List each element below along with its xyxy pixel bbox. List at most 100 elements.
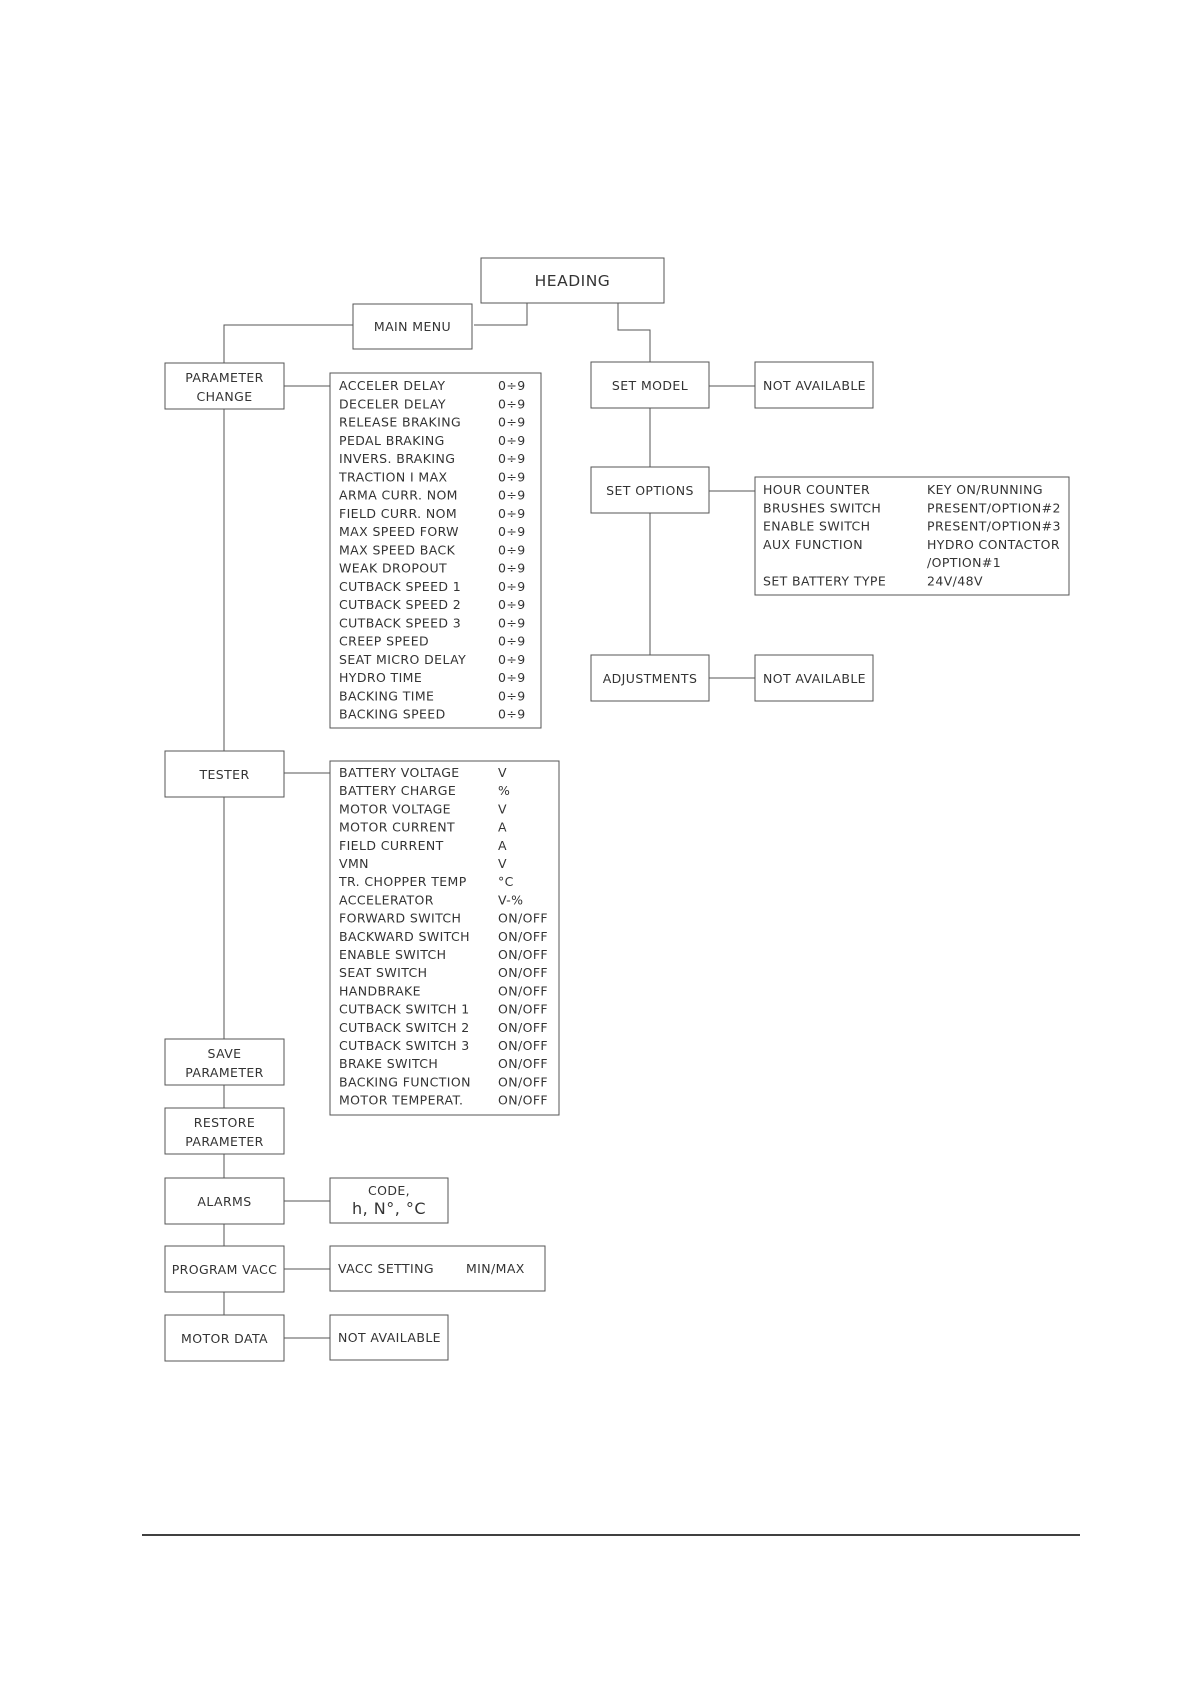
parameter-row-value: 0÷9 <box>498 634 526 649</box>
set-options-label: SET OPTIONS <box>606 483 694 498</box>
tester-row-value: V <box>498 765 507 780</box>
tester-row-label: HANDBRAKE <box>339 983 421 998</box>
alarms-node: ALARMS <box>164 1177 285 1225</box>
main-menu-node: MAIN MENU <box>352 303 473 350</box>
tester-row-value: °C <box>498 874 514 889</box>
parameter-row-value: 0÷9 <box>498 652 526 667</box>
set-model-label: SET MODEL <box>612 378 688 393</box>
vacc-setting-value: MIN/MAX <box>466 1261 525 1276</box>
tester-row-value: ON/OFF <box>498 1093 548 1108</box>
tester-node: TESTER <box>164 750 285 798</box>
option-row-label: SET BATTERY TYPE <box>763 573 886 588</box>
parameter-row-label: CUTBACK SPEED 1 <box>339 579 461 594</box>
tester-row-label: ENABLE SWITCH <box>339 947 446 962</box>
vacc-detail-box: VACC SETTING MIN/MAX <box>329 1245 546 1292</box>
parameter-row-label: DECELER DELAY <box>339 396 446 411</box>
tester-row-label: SEAT SWITCH <box>339 965 427 980</box>
tester-row-label: MOTOR TEMPERAT. <box>339 1093 463 1108</box>
tester-row-label: BATTERY VOLTAGE <box>339 765 460 780</box>
parameter-row-value: 0÷9 <box>498 707 526 722</box>
restore-parameter-label-line1: RESTORE <box>194 1115 255 1130</box>
tester-row-value: ON/OFF <box>498 911 548 926</box>
tester-row-value: ON/OFF <box>498 1056 548 1071</box>
restore-parameter-label-line2: PARAMETER <box>185 1134 264 1149</box>
connector-lines <box>223 303 755 1339</box>
parameter-row-label: CUTBACK SPEED 3 <box>339 615 461 630</box>
parameter-row-value: 0÷9 <box>498 524 526 539</box>
tester-row-label: CUTBACK SWITCH 2 <box>339 1020 470 1035</box>
parameter-row-value: 0÷9 <box>498 542 526 557</box>
tester-row-label: ACCELERATOR <box>339 892 434 907</box>
parameter-row-label: HYDRO TIME <box>339 670 422 685</box>
set-model-not-available: NOT AVAILABLE <box>763 378 866 393</box>
save-parameter-label-line1: SAVE <box>208 1046 242 1061</box>
tester-row-value: ON/OFF <box>498 983 548 998</box>
parameter-row-label: MAX SPEED FORW <box>339 524 459 539</box>
alarms-detail-box: CODE, h, N°, °C <box>329 1177 449 1224</box>
tester-row-value: ON/OFF <box>498 1038 548 1053</box>
parameter-row-label: WEAK DROPOUT <box>339 561 447 576</box>
tester-row-label: TR. CHOPPER TEMP <box>338 874 467 889</box>
option-row-value: HYDRO CONTACTOR <box>927 537 1060 552</box>
option-row-label: AUX FUNCTION <box>763 537 863 552</box>
option-row-label: HOUR COUNTER <box>763 482 870 497</box>
adjustments-label: ADJUSTMENTS <box>603 671 698 686</box>
alarms-detail-line2: h, N°, °C <box>352 1199 426 1218</box>
tester-label: TESTER <box>198 767 249 782</box>
tester-row-value: ON/OFF <box>498 929 548 944</box>
option-row-value: /OPTION#1 <box>927 555 1001 570</box>
program-vacc-node: PROGRAM VACC <box>164 1245 285 1293</box>
parameter-row-value: 0÷9 <box>498 506 526 521</box>
tester-row-value: ON/OFF <box>498 1074 548 1089</box>
set-model-node: SET MODEL <box>590 361 710 409</box>
parameter-change-node: PARAMETER CHANGE <box>164 362 285 410</box>
connector-heading-mainmenu <box>474 303 528 326</box>
vacc-setting-label: VACC SETTING <box>338 1261 434 1276</box>
parameter-row-label: MAX SPEED BACK <box>339 542 456 557</box>
option-row-label: ENABLE SWITCH <box>763 519 870 534</box>
option-row-value: 24V/48V <box>927 573 983 588</box>
parameter-row-label: TRACTION I MAX <box>338 469 448 484</box>
parameter-row-value: 0÷9 <box>498 396 526 411</box>
parameter-row-label: PEDAL BRAKING <box>339 433 445 448</box>
parameter-row-value: 0÷9 <box>498 378 526 393</box>
parameter-change-label-line1: PARAMETER <box>185 370 264 385</box>
options-list: HOUR COUNTER KEY ON/RUNNING BRUSHES SWITCH… <box>754 476 1070 596</box>
adjustments-detail-box: NOT AVAILABLE <box>754 654 874 702</box>
tester-row-value: V-% <box>498 892 523 907</box>
parameter-row-value: 0÷9 <box>498 415 526 430</box>
option-row-value: KEY ON/RUNNING <box>927 482 1043 497</box>
save-parameter-label-line2: PARAMETER <box>185 1065 264 1080</box>
tester-row-label: FORWARD SWITCH <box>339 911 461 926</box>
parameter-row-label: SEAT MICRO DELAY <box>339 652 466 667</box>
tester-row-label: BRAKE SWITCH <box>339 1056 438 1071</box>
program-vacc-label: PROGRAM VACC <box>172 1262 278 1277</box>
parameter-row-value: 0÷9 <box>498 597 526 612</box>
heading-label: HEADING <box>535 272 611 290</box>
parameter-row-label: CUTBACK SPEED 2 <box>339 597 461 612</box>
tester-row-label: BATTERY CHARGE <box>339 783 456 798</box>
tester-row-value: ON/OFF <box>498 1002 548 1017</box>
tester-row-label: CUTBACK SWITCH 1 <box>339 1002 470 1017</box>
tester-row-value: ON/OFF <box>498 947 548 962</box>
option-row-value: PRESENT/OPTION#3 <box>927 519 1061 534</box>
tester-row-label: MOTOR VOLTAGE <box>339 801 451 816</box>
parameter-row-label: CREEP SPEED <box>339 634 429 649</box>
tester-row-value: % <box>498 783 510 798</box>
option-row-label: BRUSHES SWITCH <box>763 500 881 515</box>
parameter-row-value: 0÷9 <box>498 433 526 448</box>
parameter-change-label-line2: CHANGE <box>196 389 252 404</box>
restore-parameter-node: RESTORE PARAMETER <box>164 1107 285 1155</box>
tester-row-value: ON/OFF <box>498 965 548 980</box>
parameter-row-label: ARMA CURR. NOM <box>339 488 458 503</box>
parameter-row-label: BACKING SPEED <box>339 707 446 722</box>
parameter-row-label: ACCELER DELAY <box>339 378 445 393</box>
parameter-row-value: 0÷9 <box>498 670 526 685</box>
parameter-row-value: 0÷9 <box>498 688 526 703</box>
parameter-row-label: BACKING TIME <box>339 688 434 703</box>
adjustments-not-available: NOT AVAILABLE <box>763 671 866 686</box>
tester-row-label: BACKWARD SWITCH <box>339 929 470 944</box>
adjustments-node: ADJUSTMENTS <box>590 654 710 702</box>
